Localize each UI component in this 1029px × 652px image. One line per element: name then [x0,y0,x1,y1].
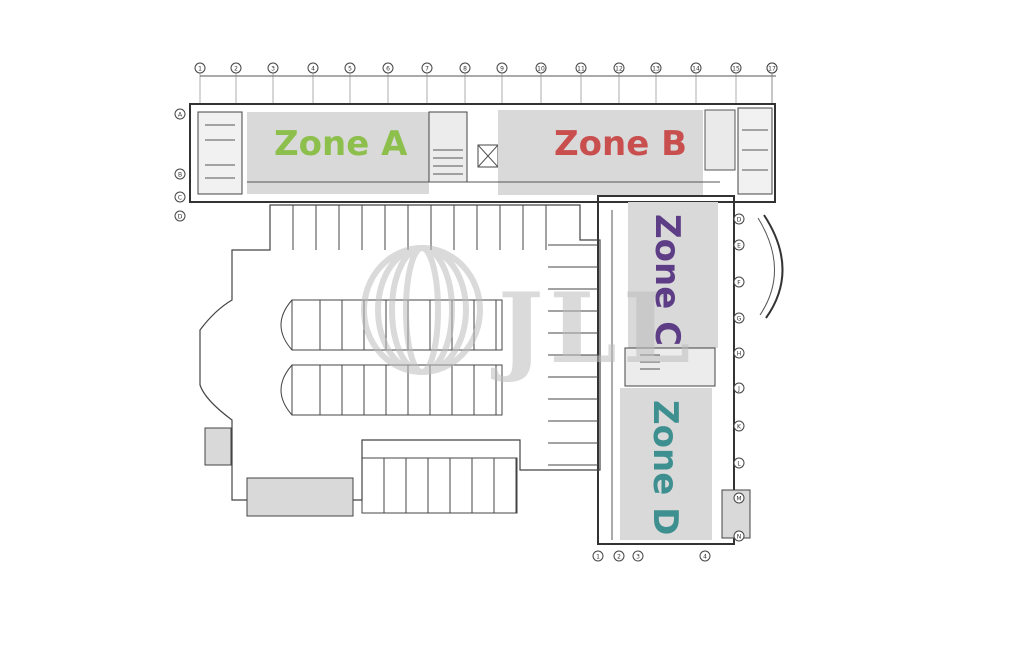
svg-text:2: 2 [234,66,238,73]
zone-d-area [620,388,712,540]
zone-c-area [628,202,718,348]
grid-marker-top: 5 [344,62,356,74]
grid-marker-right: M [733,492,745,504]
grid-marker-right: D [733,213,745,225]
svg-text:B: B [178,172,182,179]
stair-core [428,111,468,183]
grid-marker-top: 17 [766,62,778,74]
svg-text:5: 5 [348,66,352,73]
grid-marker-bottom: 3 [632,550,644,562]
grid-marker-left: A [174,108,186,120]
svg-text:3: 3 [636,554,640,561]
svg-text:C: C [178,195,182,202]
svg-text:K: K [737,424,742,431]
svg-text:4: 4 [311,66,315,73]
svg-text:9: 9 [500,66,504,73]
grid-marker-right: K [733,420,745,432]
svg-text:D: D [178,214,183,221]
svg-text:3: 3 [271,66,275,73]
grid-marker-top: 2 [230,62,242,74]
svg-text:2: 2 [617,554,621,561]
svg-text:13: 13 [652,66,660,73]
svg-text:17: 17 [768,66,776,73]
grid-markers-top: 1234567891011121314151617 [194,62,778,104]
svg-text:4: 4 [703,554,707,561]
svg-text:H: H [737,351,742,358]
grid-marker-left: D [174,210,186,222]
car-park [199,204,601,517]
grid-marker-top: 12 [613,62,625,74]
grid-marker-right: J [733,382,745,394]
svg-text:A: A [178,112,183,119]
grid-marker-top: 13 [650,62,662,74]
north-wing [189,103,776,203]
grid-marker-right: G [733,312,745,324]
grid-marker-bottom: 2 [613,550,625,562]
svg-text:J: J [737,386,740,393]
grid-marker-right: E [733,239,745,251]
zone-a-area [247,112,429,194]
svg-text:12: 12 [615,66,623,73]
grid-marker-bottom: 1 [592,550,604,562]
grid-marker-bottom: 4 [699,550,711,562]
svg-text:14: 14 [692,66,700,73]
grid-marker-right: N [733,530,745,542]
grid-marker-top: 8 [459,62,471,74]
grid-marker-right: L [733,457,745,469]
svg-text:E: E [737,243,741,250]
grid-marker-top: 14 [690,62,702,74]
jll-watermark: JLL [361,245,696,385]
grid-marker-top: 11 [575,62,587,74]
svg-text:6: 6 [386,66,390,73]
svg-text:M: M [736,496,741,503]
grid-markers-left: A B C D [174,108,186,222]
svg-text:F: F [737,280,741,287]
grid-marker-left: C [174,191,186,203]
svg-text:1: 1 [596,554,600,561]
grid-marker-top: 9 [496,62,508,74]
zone-c-label: Zone C [647,214,687,346]
svg-text:15: 15 [732,66,740,73]
svg-text:8: 8 [463,66,467,73]
grid-marker-left: B [174,168,186,180]
east-wing [597,195,784,545]
grid-marker-right: F [733,276,745,288]
grid-marker-top: 4 [307,62,319,74]
grid-marker-right: H [733,347,745,359]
svg-text:G: G [737,316,742,323]
svg-text:N: N [737,534,742,541]
grid-marker-top: 3 [267,62,279,74]
grid-marker-top: 15 [730,62,742,74]
zone-b-label: Zone B [554,124,687,164]
svg-text:7: 7 [425,66,429,73]
svg-text:10: 10 [537,66,545,73]
svg-text:11: 11 [577,66,585,73]
svg-text:L: L [737,461,741,468]
zone-a-label: Zone A [274,124,408,164]
svg-text:D: D [737,217,742,224]
zone-b-area [498,110,703,195]
grid-markers-right: D E F G H J K L M N [733,213,745,542]
grid-marker-top: 10 [535,62,547,74]
grid-marker-top: 7 [421,62,433,74]
grid-marker-top: 1 [194,62,206,74]
grid-markers-bottom: 1 2 3 4 [592,550,711,562]
svg-text:1: 1 [198,66,202,73]
grid-marker-top: 6 [382,62,394,74]
zone-d-label: Zone D [645,400,685,535]
watermark-text: JLL [490,272,696,385]
